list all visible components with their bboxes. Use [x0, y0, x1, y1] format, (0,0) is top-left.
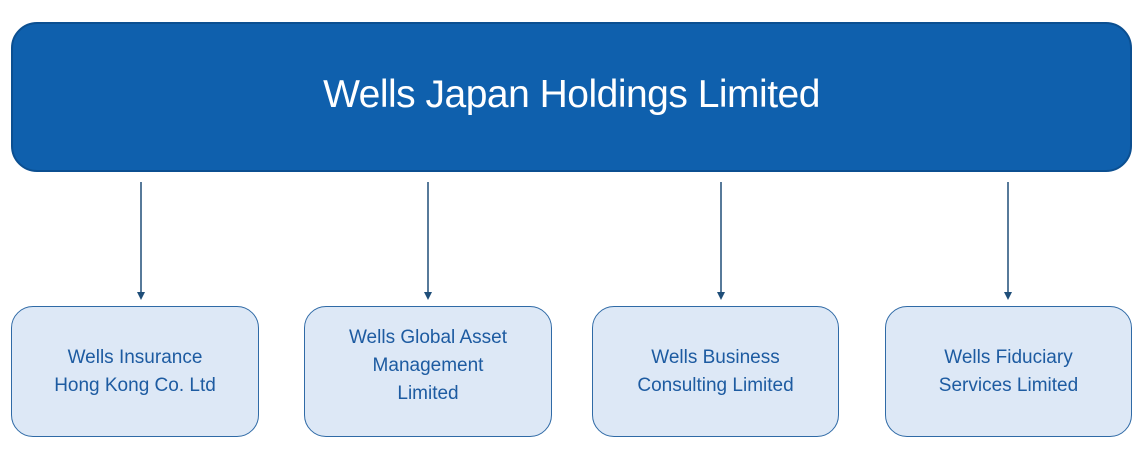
- parent-entity-label: Wells Japan Holdings Limited: [323, 73, 820, 116]
- subsidiary-box: Wells Business Consulting Limited: [592, 306, 839, 437]
- subsidiary-label: Wells Global Asset Management Limited: [348, 326, 508, 404]
- subsidiary-box: Wells Insurance Hong Kong Co. Ltd: [11, 306, 259, 437]
- subsidiary-label: Wells Fiduciary Services Limited: [938, 346, 1079, 396]
- subsidiary-box: Wells Fiduciary Services Limited: [885, 306, 1132, 437]
- parent-entity-box: Wells Japan Holdings Limited: [11, 22, 1132, 172]
- subsidiary-label: Wells Insurance Hong Kong Co. Ltd: [54, 346, 216, 396]
- subsidiary-box: Wells Global Asset Management Limited: [304, 306, 552, 437]
- subsidiary-label: Wells Business Consulting Limited: [637, 346, 794, 396]
